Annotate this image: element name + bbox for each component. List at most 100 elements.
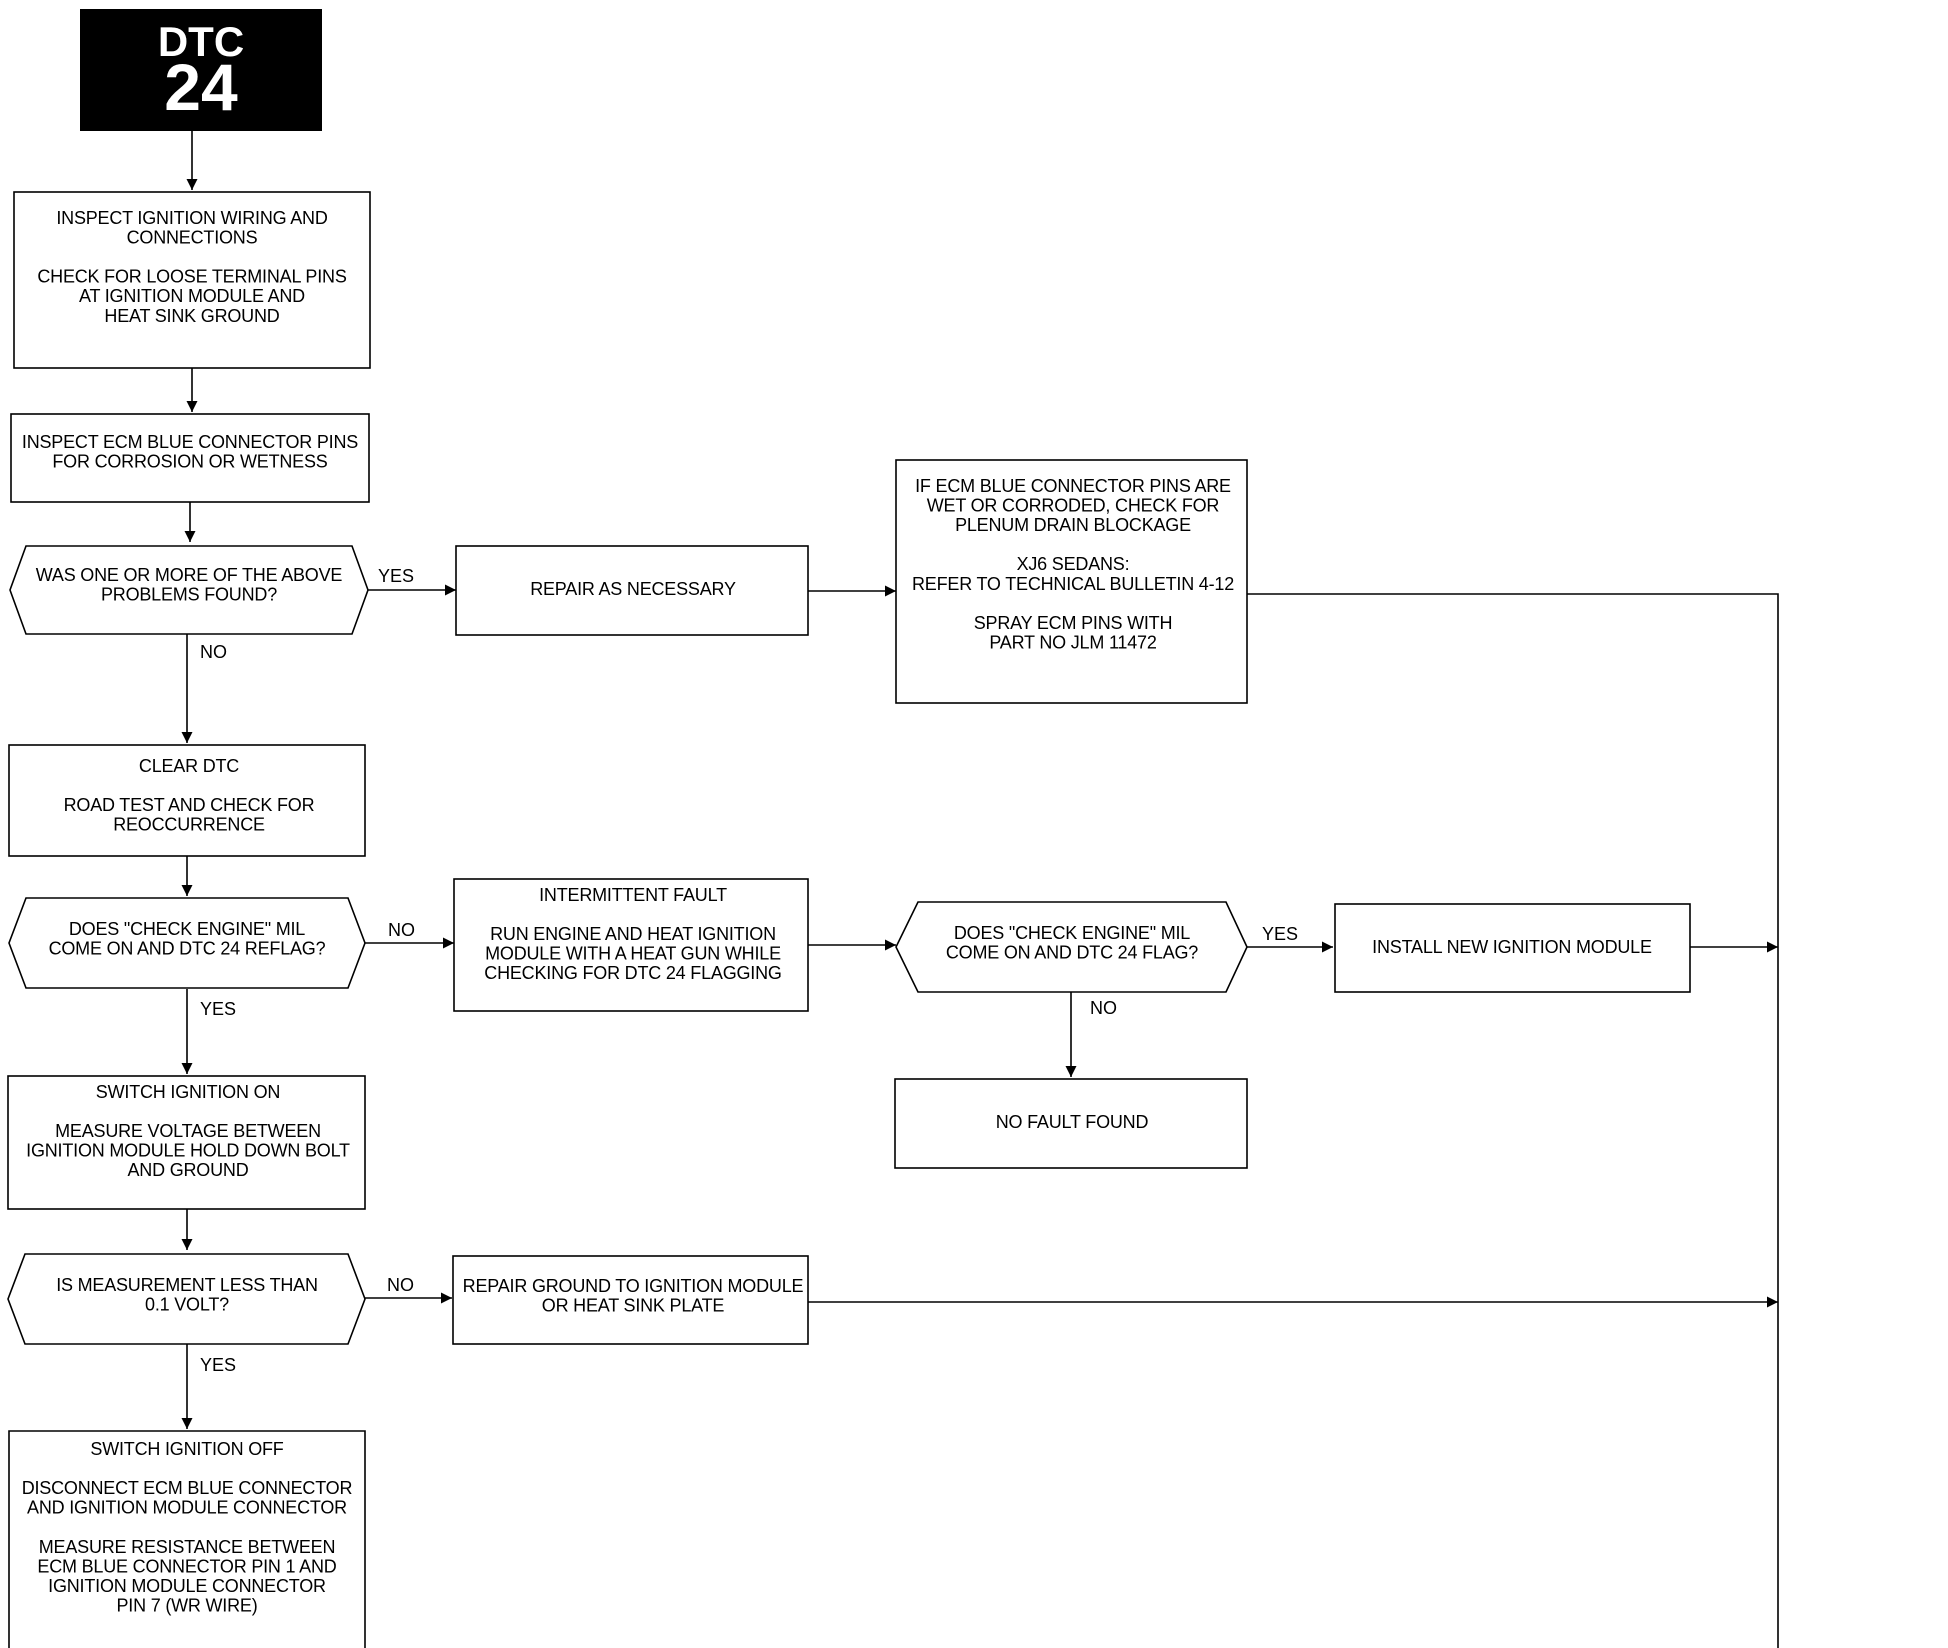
node-text-line: AND GROUND (127, 1160, 248, 1180)
node-text-line: REPAIR GROUND TO IGNITION MODULE (463, 1276, 804, 1296)
node-install-module: INSTALL NEW IGNITION MODULE (1334, 903, 1691, 993)
node-text-line: CONNECTIONS (127, 227, 258, 247)
node-repair-necessary-box (455, 545, 809, 636)
node-text-line: INSTALL NEW IGNITION MODULE (1372, 937, 1652, 957)
edge-label-problems-no: NO (200, 642, 227, 662)
node-inspect-ecm-box (10, 413, 370, 503)
node-text-intermittent: INTERMITTENT FAULT RUN ENGINE AND HEAT IG… (484, 885, 782, 983)
node-text-line: REFER TO TECHNICAL BULLETIN 4-12 (912, 574, 1234, 594)
node-text-line: PROBLEMS FOUND? (101, 584, 277, 604)
node-text-line: CHECKING FOR DTC 24 FLAGGING (484, 963, 781, 983)
edge-label-measure-no: NO (387, 1275, 414, 1295)
node-text-line: MEASURE VOLTAGE BETWEEN (55, 1121, 321, 1141)
connectors (181, 131, 1779, 1648)
node-repair-ground-box (452, 1255, 809, 1345)
decision-dtc-reflag-shape (8, 897, 366, 989)
node-no-fault-found-box (894, 1078, 1248, 1169)
node-inspect-wiring-box (13, 191, 371, 369)
node-text-line: MEASURE RESISTANCE BETWEEN (39, 1537, 336, 1557)
node-text-repair-necessary: REPAIR AS NECESSARY (530, 579, 736, 599)
node-text-line: DISCONNECT ECM BLUE CONNECTOR (22, 1478, 353, 1498)
node-text-line: PIN 7 (WR WIRE) (117, 1596, 258, 1616)
edge-label-problems-yes: YES (378, 566, 414, 586)
node-clear-dtc-box (8, 744, 366, 857)
node-text-line: COME ON AND DTC 24 FLAG? (946, 942, 1198, 962)
edge-labels: YES NO NO YES YES NO NO YES (200, 566, 1298, 1375)
node-text-line: IF ECM BLUE CONNECTOR PINS ARE (915, 476, 1231, 496)
node-text-switch-off: SWITCH IGNITION OFF DISCONNECT ECM BLUE C… (22, 1439, 353, 1616)
node-text-line: WAS ONE OR MORE OF THE ABOVE (36, 565, 343, 585)
node-text-line: ROAD TEST AND CHECK FOR (64, 795, 315, 815)
edge-label-measure-yes: YES (200, 1355, 236, 1375)
node-text-line: SWITCH IGNITION ON (96, 1082, 280, 1102)
node-text-switch-on: SWITCH IGNITION ON MEASURE VOLTAGE BETWEE… (26, 1082, 350, 1180)
node-install-module-box (1334, 903, 1691, 993)
edge-label-reflag-yes: YES (200, 999, 236, 1019)
node-text-line: DOES "CHECK ENGINE" MIL (954, 923, 1190, 943)
node-switch-ignition-off-box (8, 1430, 366, 1648)
node-text-line: XJ6 SEDANS: (1017, 554, 1130, 574)
node-text-line: INSPECT ECM BLUE CONNECTOR PINS (22, 432, 358, 452)
dtc-header-background (80, 9, 322, 131)
node-ecm-pins-note-box (895, 459, 1248, 704)
node-text-line: DOES "CHECK ENGINE" MIL (69, 919, 305, 939)
node-text-line: RUN ENGINE AND HEAT IGNITION (490, 924, 776, 944)
connector-note-to-return-line (1247, 593, 1779, 1648)
node-text-line: INTERMITTENT FAULT (539, 885, 727, 905)
node-text-line: INSPECT IGNITION WIRING AND (56, 208, 327, 228)
node-text-line: 0.1 VOLT? (145, 1294, 229, 1314)
edge-label-flag-no: NO (1090, 998, 1117, 1018)
edge-label-reflag-no: NO (388, 920, 415, 940)
node-text-line: HEAT SINK GROUND (104, 306, 279, 326)
node-switch-ignition-off: SWITCH IGNITION OFF DISCONNECT ECM BLUE C… (8, 1430, 366, 1648)
decision-problems-found-shape (9, 545, 369, 635)
node-text-line: MODULE WITH A HEAT GUN WHILE (485, 944, 781, 964)
decision-measurement-shape (7, 1253, 366, 1345)
node-no-fault-found: NO FAULT FOUND (894, 1078, 1248, 1169)
node-text-line: IGNITION MODULE HOLD DOWN BOLT (26, 1141, 350, 1161)
node-clear-dtc: CLEAR DTC ROAD TEST AND CHECK FORREOCCURR… (8, 744, 366, 857)
node-text-line: IS MEASUREMENT LESS THAN (56, 1275, 318, 1295)
node-text-line: REPAIR AS NECESSARY (530, 579, 736, 599)
node-text-line: CHECK FOR LOOSE TERMINAL PINS (37, 267, 346, 287)
node-repair-necessary: REPAIR AS NECESSARY (455, 545, 809, 636)
node-intermittent-fault-box (453, 878, 809, 1012)
node-text-install-module: INSTALL NEW IGNITION MODULE (1372, 937, 1652, 957)
node-intermittent-fault: INTERMITTENT FAULT RUN ENGINE AND HEAT IG… (453, 878, 809, 1012)
dtc-header: DTC 24 (80, 9, 322, 131)
node-text-line: ECM BLUE CONNECTOR PIN 1 AND (37, 1556, 336, 1576)
node-text-line: OR HEAT SINK PLATE (542, 1295, 725, 1315)
node-text-line: CLEAR DTC (139, 756, 239, 776)
node-text-no-fault: NO FAULT FOUND (996, 1112, 1149, 1132)
node-text-line: AT IGNITION MODULE AND (79, 286, 305, 306)
edge-label-flag-yes: YES (1262, 924, 1298, 944)
dtc-header-label: DTC (158, 18, 244, 65)
node-text-clear-dtc: CLEAR DTC ROAD TEST AND CHECK FORREOCCURR… (64, 756, 315, 835)
node-text-line: REOCCURRENCE (113, 815, 265, 835)
dtc-header-number: 24 (164, 50, 238, 124)
node-switch-ignition-on-box (7, 1075, 366, 1210)
node-text-line: NO FAULT FOUND (996, 1112, 1149, 1132)
node-text-line: SWITCH IGNITION OFF (90, 1439, 283, 1459)
node-text-line: SPRAY ECM PINS WITH (974, 613, 1173, 633)
node-text-line: PART NO JLM 11472 (989, 633, 1157, 653)
node-text-line: PLENUM DRAIN BLOCKAGE (955, 515, 1191, 535)
decision-dtc-flag-shape (895, 901, 1248, 993)
